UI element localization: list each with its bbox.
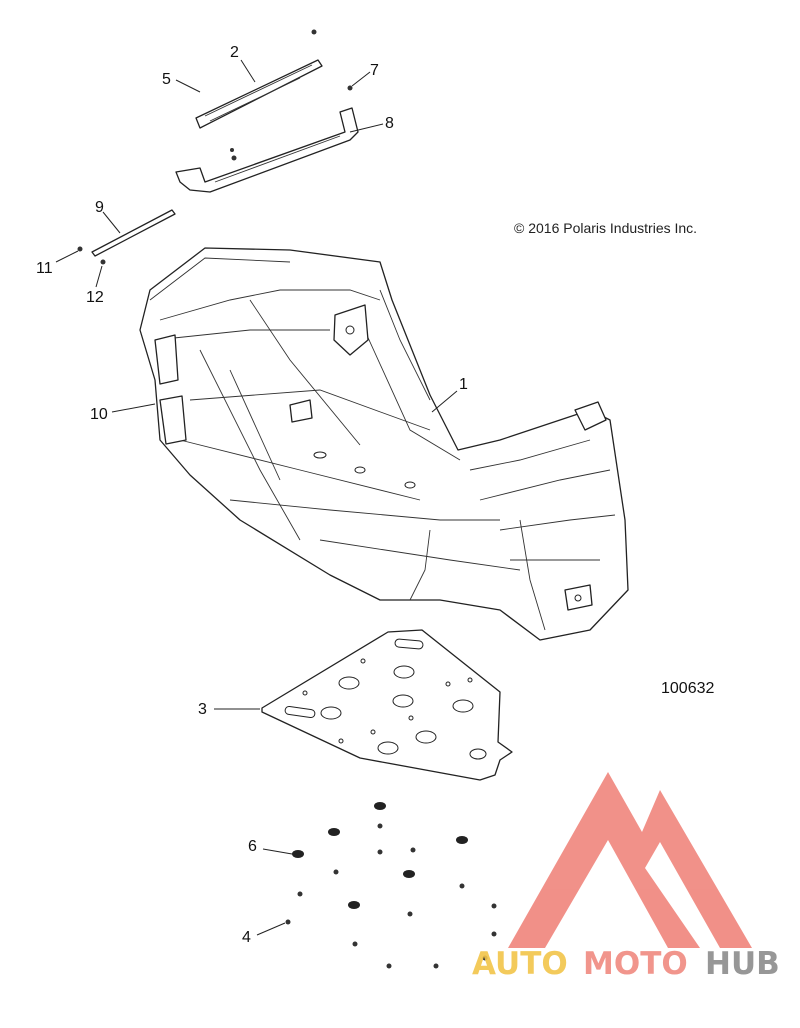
part-8-bracket [175,85,359,193]
callout-1: 1 [459,376,468,393]
bolt-icon [77,246,83,252]
callout-4: 4 [242,929,251,946]
figure-number: 100632 [661,680,714,697]
part-3-skid-plate [261,629,513,781]
watermark-hub: HUB [705,946,780,982]
screw-icon [297,891,303,897]
screw-icon [410,847,416,853]
screw-icon [459,883,465,889]
screw-icon [377,849,383,855]
callout-leaders [55,59,458,936]
callout-11: 11 [36,260,53,277]
callout-10: 10 [90,406,108,423]
part-6-grommets [292,802,468,909]
screw-icon [482,955,488,961]
callout-12: 12 [86,289,104,306]
screw-icon [386,963,392,969]
part-1-main-frame [139,247,629,641]
grommet-icon [292,850,304,858]
part-9-rod [77,209,176,265]
nut-icon [100,259,106,265]
callout-3: 3 [198,701,207,718]
callout-labels: 2 5 7 8 9 11 12 10 1 3 6 4 [36,44,468,946]
screw-icon [377,823,383,829]
watermark-auto: AUTO [472,946,568,982]
screw-icon [407,911,413,917]
screw-icon [285,919,291,925]
callout-5: 5 [162,71,171,88]
part-2-upper-bar [195,29,323,129]
grommet-icon [403,870,415,878]
grommet-icon [348,901,360,909]
callout-2: 2 [230,44,239,61]
watermark-moto: MOTO [583,946,688,982]
automotohub-watermark: AUTO MOTO HUB [472,772,780,982]
screw-icon [333,869,339,875]
grommet-icon [328,828,340,836]
nut-icon [231,155,237,161]
screw-icon [491,903,497,909]
screw-icon [352,941,358,947]
grommet-icon [456,836,468,844]
grommet-icon [374,802,386,810]
bolt-icon [311,29,317,35]
copyright-notice: © 2016 Polaris Industries Inc. [514,220,697,236]
callout-7: 7 [370,62,379,79]
callout-8: 8 [385,115,394,132]
callout-9: 9 [95,199,104,216]
screw-icon [491,931,497,937]
callout-6: 6 [248,838,257,855]
bolt-icon [230,148,234,152]
bolt-icon [347,85,353,91]
screw-icon [433,963,439,969]
part-4-fasteners [285,823,497,969]
watermark-logo-icon [508,772,752,948]
